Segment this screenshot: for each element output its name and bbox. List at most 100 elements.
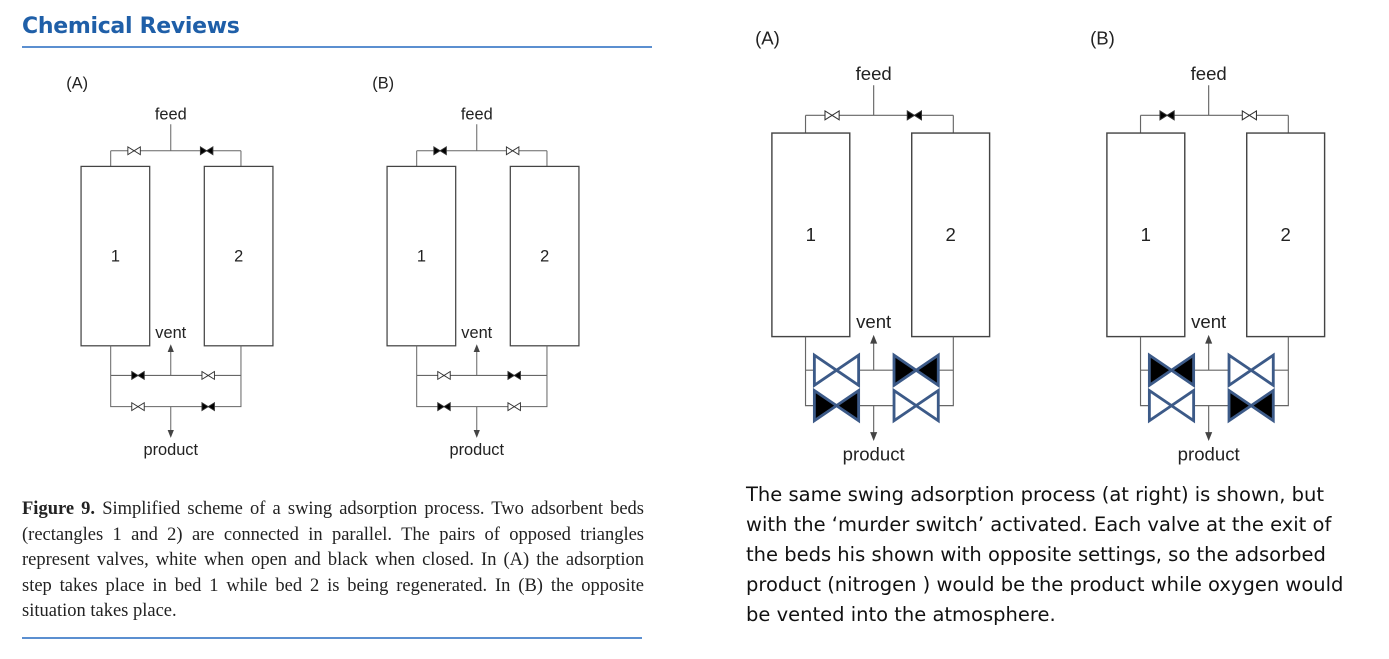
feed-valve-bed-1-right-triangle [831,109,840,121]
product-valve-bed-1-left-triangle [1147,387,1175,424]
product-valve-bed-1-right-triangle [1168,387,1196,424]
feed-pipe [804,85,954,134]
product-valve-bed-2 [892,387,940,424]
product-valve-bed-1-left-triangle [437,401,445,412]
bed-1-label: 1 [1141,224,1151,245]
feed-valve-bed-2-right-triangle [913,109,922,121]
product-label: product [1178,444,1241,465]
vent-valve-bed-2-left-triangle [1227,352,1254,388]
product-valve-bed-1 [131,401,145,412]
feed-valve-bed-1-left-triangle [433,146,441,156]
feed-valve-bed-1-left-triangle [824,109,834,121]
product-valve-bed-2-left-triangle [892,387,919,424]
adsorbent-bed-2 [1246,132,1326,338]
figure-caption: Figure 9. Simplified scheme of a swing a… [22,497,644,625]
product-valve-bed-1-right-triangle [833,387,861,424]
vent-valve-bed-2-left-triangle [201,370,210,381]
adsorbent-bed-1 [771,132,851,338]
vent-label: vent [461,324,492,342]
vent-valve-bed-1 [131,370,145,381]
product-arrow [1205,432,1213,442]
vent-valve-bed-1 [437,370,451,381]
vent-valve-bed-2-right-triangle [207,370,215,381]
feed-valve-bed-2-left-triangle [505,146,514,156]
bed-2-label: 2 [540,248,549,266]
feed-valve-bed-1-right-triangle [439,146,447,156]
panel-label: (B) [372,74,394,92]
feed-valve-bed-2 [505,146,520,156]
feed-label: feed [461,106,493,124]
adsorbent-bed-2 [203,165,274,347]
feed-valve-bed-2-right-triangle [1248,109,1257,121]
panel-label: (B) [1090,28,1115,49]
explanatory-note: The same swing adsorption process (at ri… [746,483,1344,626]
bed-1-label: 1 [806,224,816,245]
caption-label: Figure 9. [22,499,96,519]
panel-label: (A) [66,74,88,92]
feed-valve-bed-1-left-triangle [127,146,135,156]
feed-valve-bed-2 [199,146,214,156]
product-arrow [870,432,878,442]
product-valve-bed-1 [812,387,861,424]
feed-valve-bed-2 [906,109,922,121]
product-valve-bed-2 [507,401,521,412]
vent-valve-bed-1-left-triangle [131,370,139,381]
vent-arrow [1205,334,1213,344]
adsorbent-bed-1 [386,165,457,347]
product-label: product [449,441,504,459]
vent-valve-bed-1 [1147,352,1196,388]
vent-valve-bed-2-right-triangle [513,370,521,381]
product-valve-bed-2-right-triangle [1248,387,1275,424]
vent-arrow [870,334,878,344]
product-valve-bed-2-left-triangle [1227,387,1254,424]
feed-pipe [110,124,242,167]
vent-valve-bed-2 [892,352,940,388]
product-label: product [843,444,906,465]
feed-label: feed [155,106,187,124]
vent-valve-bed-2-left-triangle [507,370,516,381]
product-valve-bed-2-right-triangle [913,387,940,424]
vent-valve-bed-1-left-triangle [812,352,840,388]
feed-label: feed [1191,63,1227,84]
product-valve-bed-2-left-triangle [507,401,516,412]
bed-2-label: 2 [1280,224,1290,245]
adsorbent-bed-2 [911,132,991,338]
product-label: product [143,441,198,459]
product-valve-bed-1-right-triangle [137,401,145,412]
vent-arrow [167,344,174,353]
vent-valve-bed-1-left-triangle [437,370,445,381]
bed-2-label: 2 [945,224,955,245]
caption-text: Simplified scheme of a swing adsorption … [22,499,644,621]
adsorbent-bed-1 [80,165,151,347]
feed-valve-bed-2-left-triangle [199,146,208,156]
product-valve-bed-2-left-triangle [201,401,210,412]
bed-2-label: 2 [234,248,243,266]
product-valve-bed-1-left-triangle [812,387,840,424]
adsorbent-bed-1 [1106,132,1186,338]
vent-label: vent [1191,311,1227,332]
feed-pipe [416,124,548,167]
product-valve-bed-2 [201,401,215,412]
feed-valve-bed-1-left-triangle [1159,109,1169,121]
product-valve-bed-2-right-triangle [207,401,215,412]
journal-title: Chemical Reviews [22,14,240,39]
product-valve-bed-1-right-triangle [443,401,451,412]
exit-pipe [416,345,548,408]
product-arrow [473,430,480,438]
bed-1-label: 1 [417,248,426,266]
product-valve-bed-1 [437,401,451,412]
feed-pipe [1139,85,1289,134]
feed-label: feed [856,63,892,84]
feed-valve-bed-2-left-triangle [906,109,916,121]
product-arrow [167,430,174,438]
vent-valve-bed-1-right-triangle [137,370,145,381]
vent-valve-bed-2 [507,370,521,381]
product-valve-bed-1-left-triangle [131,401,139,412]
adsorbent-bed-2 [509,165,580,347]
feed-valve-bed-2 [1241,109,1257,121]
left-panel-b-diagram: (B) feed 1 2 vent product [372,74,580,459]
feed-valve-bed-1 [824,109,840,121]
vent-label: vent [856,311,892,332]
